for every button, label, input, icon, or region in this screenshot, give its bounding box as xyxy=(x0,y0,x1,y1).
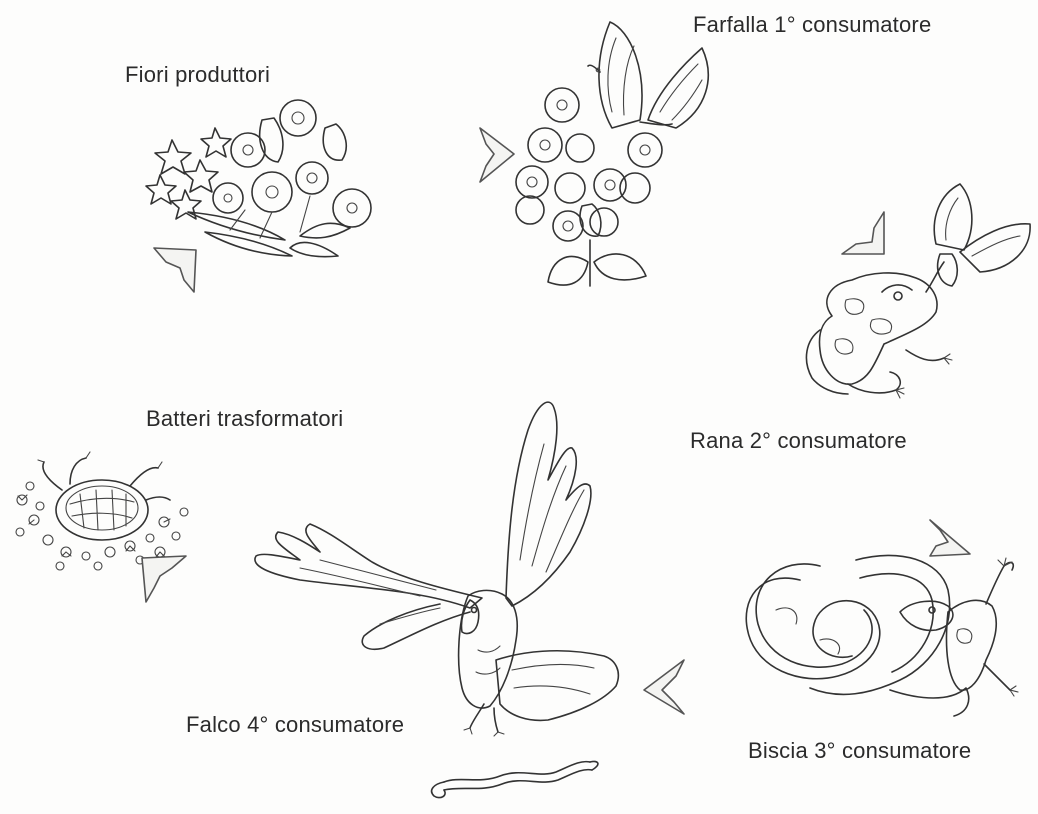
node-label-hawk: Falco 4° consumatore xyxy=(186,712,404,738)
arrow-up-right-icon xyxy=(154,248,196,292)
arrow-down-right-icon xyxy=(930,520,970,556)
edge-hawk-to-bacteria xyxy=(142,556,186,602)
node-label-bacteria: Batteri trasformatori xyxy=(146,406,343,432)
snake-eating-frog-icon xyxy=(746,555,1018,716)
frog-eating-butterfly-icon xyxy=(806,184,1030,398)
arrow-up-left-icon xyxy=(142,556,186,602)
arrow-left-icon xyxy=(644,660,684,714)
bacteria-decomposing-icon xyxy=(16,452,188,570)
butterfly-on-flowers-icon xyxy=(516,22,708,286)
node-label-flowers: Fiori produttori xyxy=(125,62,270,88)
flowers-icon xyxy=(146,100,371,257)
edge-frog-to-snake xyxy=(930,520,970,556)
edge-butterfly-to-frog xyxy=(842,212,884,254)
edge-snake-to-hawk xyxy=(644,660,684,714)
arrow-down-left-icon xyxy=(842,212,884,254)
arrow-right-icon xyxy=(480,128,514,182)
hawk-with-snake-icon xyxy=(255,402,618,797)
node-label-frog: Rana 2° consumatore xyxy=(690,428,907,454)
edge-bacteria-to-flowers xyxy=(154,248,196,292)
edge-flowers-to-butterfly xyxy=(480,128,514,182)
node-label-snake: Biscia 3° consumatore xyxy=(748,738,971,764)
node-label-butterfly: Farfalla 1° consumatore xyxy=(693,12,931,38)
